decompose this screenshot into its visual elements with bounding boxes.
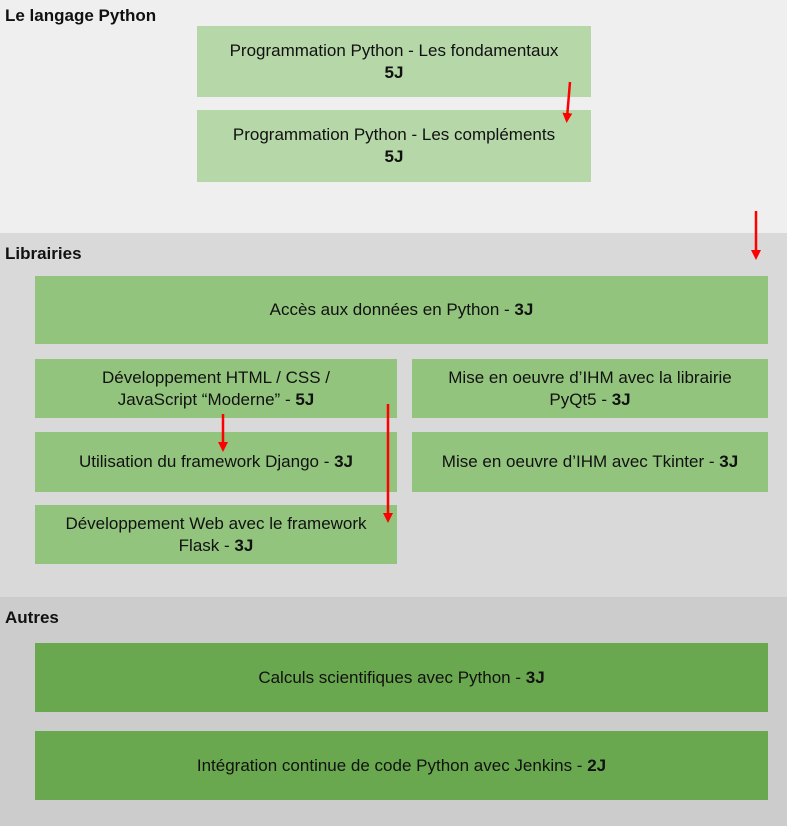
course-duration: 5J bbox=[384, 62, 404, 82]
section-title: Librairies bbox=[5, 244, 82, 263]
course-duration: 3J bbox=[719, 452, 739, 471]
course-title: Intégration continue de code Python avec… bbox=[196, 755, 588, 775]
course-duration: 3J bbox=[525, 667, 545, 687]
course-duration: 3J bbox=[334, 452, 354, 471]
course-duration: 3J bbox=[611, 389, 631, 409]
course-title-cont: JavaScript “Moderne” - bbox=[117, 389, 296, 409]
course-duration: 3J bbox=[514, 300, 534, 319]
course-title: Accès aux données en Python - bbox=[269, 300, 515, 319]
course-pyqt5: Mise en oeuvre d’IHM avec la librairie P… bbox=[412, 359, 768, 418]
course-calculs-scientifiques: Calculs scientifiques avec Python - 3J bbox=[35, 643, 768, 712]
course-flask: Développement Web avec le framework Flas… bbox=[35, 505, 397, 564]
section-title: Le langage Python bbox=[5, 6, 157, 25]
course-title: Utilisation du framework Django - bbox=[78, 452, 335, 471]
course-title: Mise en oeuvre d’IHM avec Tkinter - bbox=[441, 452, 720, 471]
course-integration-continue: Intégration continue de code Python avec… bbox=[35, 731, 768, 800]
course-duration: 2J bbox=[587, 755, 607, 775]
course-title: Développement HTML / CSS / bbox=[101, 367, 330, 387]
course-title: Programmation Python - Les compléments bbox=[232, 125, 556, 144]
course-title-cont: Flask - bbox=[178, 535, 235, 555]
course-acces-donnees: Accès aux données en Python - 3J bbox=[35, 276, 768, 344]
course-duration: 3J bbox=[234, 535, 254, 555]
course-title: Calculs scientifiques avec Python - bbox=[258, 667, 526, 687]
course-duration: 5J bbox=[384, 147, 404, 166]
course-title: Développement Web avec le framework bbox=[65, 513, 367, 533]
course-python-fondamentaux: Programmation Python - Les fondamentaux … bbox=[197, 26, 591, 97]
course-python-complements: Programmation Python - Les compléments 5… bbox=[197, 110, 591, 182]
course-duration: 5J bbox=[295, 389, 315, 409]
course-title: Programmation Python - Les fondamentaux bbox=[229, 40, 559, 60]
course-title: Mise en oeuvre d’IHM avec la librairie bbox=[448, 367, 732, 387]
course-tkinter: Mise en oeuvre d’IHM avec Tkinter - 3J bbox=[412, 432, 768, 492]
course-html-css-js: Développement HTML / CSS / JavaScript “M… bbox=[35, 359, 397, 418]
section-title: Autres bbox=[5, 608, 59, 627]
course-title-cont: PyQt5 - bbox=[549, 389, 612, 409]
course-django: Utilisation du framework Django - 3J bbox=[35, 432, 397, 492]
